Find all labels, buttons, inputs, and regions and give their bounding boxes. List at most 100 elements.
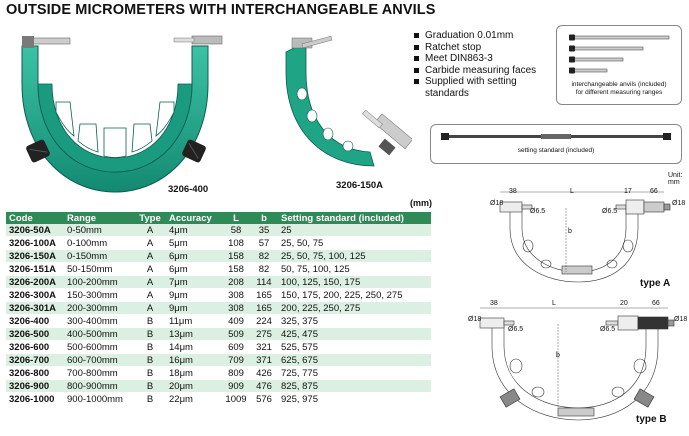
feature-item: Supplied with setting standards xyxy=(412,76,560,99)
type-b-diagram xyxy=(479,307,675,421)
type-b-label: type B xyxy=(636,414,667,425)
cell-accuracy: 11μm xyxy=(166,314,222,328)
cell-setting-standard: 825, 875 xyxy=(278,379,431,393)
type-a-phi-3: Ø6.5 xyxy=(602,208,618,215)
cell-b: 576 xyxy=(250,392,278,406)
cell-b: 476 xyxy=(250,379,278,393)
feature-item: Ratchet stop xyxy=(412,42,560,54)
cell-l: 208 xyxy=(222,275,250,289)
cell-setting-standard: 725, 775 xyxy=(278,366,431,380)
cell-l: 58 xyxy=(222,224,250,237)
setting-standard-caption: setting standard (included) xyxy=(517,147,595,154)
type-b-phi-1: Ø18 xyxy=(468,316,482,323)
type-b-phi-3: Ø6.5 xyxy=(600,326,616,333)
cell-range: 400-500mm xyxy=(64,327,134,341)
cell-type: A xyxy=(134,275,166,289)
cell-range: 700-800mm xyxy=(64,366,134,380)
cell-range: 150-300mm xyxy=(64,288,134,302)
cell-code: 3206-900 xyxy=(6,379,64,393)
cell-accuracy: 9μm xyxy=(166,301,222,315)
cell-code: 3206-600 xyxy=(6,340,64,354)
large-model-caption: 3206-400 xyxy=(168,184,209,195)
cell-setting-standard: 25, 50, 75, 100, 125 xyxy=(278,249,431,263)
cell-setting-standard: 425, 475 xyxy=(278,327,431,341)
cell-setting-standard: 925, 975 xyxy=(278,392,431,406)
cell-range: 200-300mm xyxy=(64,301,134,315)
cell-range: 0-50mm xyxy=(64,224,134,237)
type-a-phi-2: Ø6.5 xyxy=(530,208,546,215)
cell-setting-standard: 525, 575 xyxy=(278,340,431,354)
unit-note: (mm) xyxy=(410,198,432,208)
cell-setting-standard: 100, 125, 150, 175 xyxy=(278,275,431,289)
cell-l: 308 xyxy=(222,301,250,315)
cell-type: B xyxy=(134,340,166,354)
cell-b: 57 xyxy=(250,236,278,250)
feature-list: Graduation 0.01mm Ratchet stop Meet DIN8… xyxy=(412,30,560,99)
cell-code: 3206-700 xyxy=(6,353,64,367)
cell-range: 100-200mm xyxy=(64,275,134,289)
cell-code: 3206-151A xyxy=(6,262,64,276)
cell-l: 809 xyxy=(222,366,250,380)
cell-b: 426 xyxy=(250,366,278,380)
cell-accuracy: 6μm xyxy=(166,249,222,263)
cell-l: 609 xyxy=(222,340,250,354)
type-a-dim-17: 17 xyxy=(624,188,632,195)
cell-l: 509 xyxy=(222,327,250,341)
col-header-type: Type xyxy=(134,212,166,224)
cell-b: 35 xyxy=(250,224,278,237)
cell-accuracy: 13μm xyxy=(166,327,222,341)
cell-type: A xyxy=(134,301,166,315)
cell-type: B xyxy=(134,366,166,380)
col-header-code: Code xyxy=(6,212,64,224)
type-b-phi-2: Ø6.5 xyxy=(508,326,524,333)
type-a-label: type A xyxy=(640,278,671,289)
cell-l: 709 xyxy=(222,353,250,367)
anvils-box: interchangeable anvils (included) for di… xyxy=(556,25,682,105)
cell-type: B xyxy=(134,379,166,393)
cell-type: A xyxy=(134,224,166,237)
type-b-dim-38: 38 xyxy=(490,300,498,307)
cell-b: 275 xyxy=(250,327,278,341)
anvils-caption-line1: interchangeable anvils (included) xyxy=(571,81,667,88)
cell-code: 3206-500 xyxy=(6,327,64,341)
type-a-dim-38: 38 xyxy=(509,188,517,195)
type-a-dim-l: L xyxy=(570,188,574,195)
cell-b: 165 xyxy=(250,301,278,315)
anvils-caption-line2: for different measuring ranges xyxy=(575,89,663,96)
cell-type: A xyxy=(134,288,166,302)
cell-setting-standard: 25, 50, 75 xyxy=(278,236,431,250)
cell-setting-standard: 325, 375 xyxy=(278,314,431,328)
cell-setting-standard: 150, 175, 200, 225, 250, 275 xyxy=(278,288,431,302)
cell-accuracy: 6μm xyxy=(166,262,222,276)
cell-accuracy: 18μm xyxy=(166,366,222,380)
cell-accuracy: 22μm xyxy=(166,392,222,406)
cell-accuracy: 20μm xyxy=(166,379,222,393)
cell-b: 165 xyxy=(250,288,278,302)
cell-setting-standard: 25 xyxy=(278,224,431,237)
cell-setting-standard: 50, 75, 100, 125 xyxy=(278,262,431,276)
cell-range: 500-600mm xyxy=(64,340,134,354)
cell-setting-standard: 200, 225, 250, 275 xyxy=(278,301,431,315)
col-header-b: b xyxy=(250,212,278,224)
cell-range: 300-400mm xyxy=(64,314,134,328)
feature-item: Graduation 0.01mm xyxy=(412,30,560,42)
cell-code: 3206-800 xyxy=(6,366,64,380)
cell-type: A xyxy=(134,262,166,276)
feature-item: Carbide measuring faces xyxy=(412,65,560,77)
col-header-range: Range xyxy=(64,212,134,224)
page-title: OUTSIDE MICROMETERS WITH INTERCHANGEABLE… xyxy=(6,2,436,18)
cell-b: 224 xyxy=(250,314,278,328)
cell-range: 600-700mm xyxy=(64,353,134,367)
cell-accuracy: 5μm xyxy=(166,236,222,250)
cell-code: 3206-100A xyxy=(6,236,64,250)
small-model-caption: 3206-150A xyxy=(336,180,384,191)
cell-type: B xyxy=(134,327,166,341)
